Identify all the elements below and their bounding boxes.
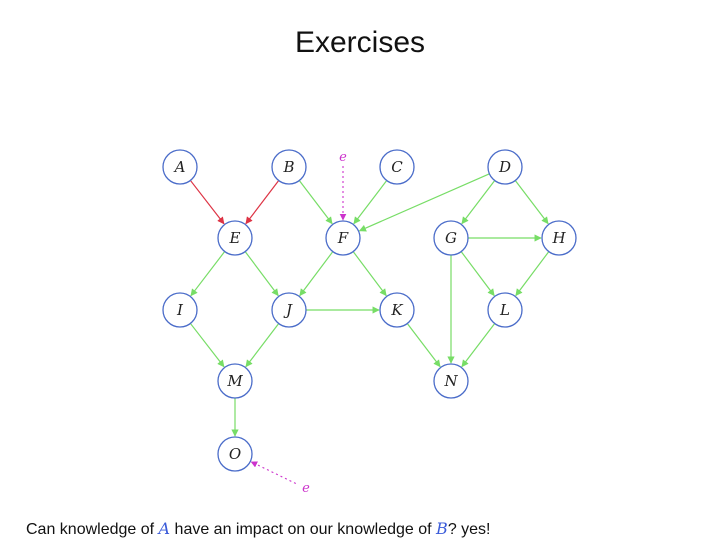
evidence-edge-o [250,461,297,485]
edge-f-k [352,251,387,297]
edge-h-l [515,251,550,297]
node-label-j: J [283,301,293,319]
node-o: O [217,436,253,472]
caption-var-b: B [436,519,448,538]
slide-title: Exercises [294,26,426,59]
node-label-k: K [390,301,403,319]
node-label-i: I [176,301,184,319]
node-label-b: B [282,158,294,176]
node-j: J [271,292,307,328]
node-label-m: M [226,372,243,390]
edge-a-e [189,180,225,225]
node-g: G [433,220,469,256]
node-circle-m [217,363,253,399]
node-f: F [325,220,361,256]
evidence-label-o: e [302,481,310,496]
edge-b-f [298,180,333,225]
node-label-a: A [173,158,186,176]
node-circle-g [433,220,469,256]
edge-f-j [299,251,334,297]
node-label-g: G [445,229,457,247]
edge-b-e [245,180,280,225]
node-label-l: L [499,301,510,319]
edge-d-h [514,180,549,225]
nodes-layer: A B C D E F G H I J K L M N O [162,149,577,472]
node-b: B [271,149,307,185]
node-circle-e [217,220,253,256]
node-circle-l [487,292,523,328]
node-e: E [217,220,253,256]
node-circle-j [271,292,307,328]
node-circle-o [217,436,253,472]
node-circle-i [162,292,198,328]
node-k: K [379,292,415,328]
node-m: M [217,363,253,399]
edge-d-g [461,180,496,225]
caption-var-a: A [158,519,171,538]
edge-i-m [189,323,225,368]
node-circle-c [379,149,415,185]
node-label-h: H [551,229,566,247]
node-label-c: C [391,158,403,176]
edges-layer [189,173,550,437]
node-d: D [487,149,523,185]
node-label-d: D [498,158,511,176]
edge-e-j [244,251,279,297]
node-n: N [433,363,469,399]
node-circle-b [271,149,307,185]
edge-c-f [353,180,388,225]
node-h: H [541,220,577,256]
evidence-label-f: e [339,150,347,165]
node-a: A [162,149,198,185]
edge-d-f [358,173,490,232]
edge-g-l [460,251,495,297]
edge-j-m [245,323,280,368]
node-circle-k [379,292,415,328]
node-label-n: N [443,372,458,390]
node-circle-d [487,149,523,185]
node-label-f: F [337,229,349,247]
edge-e-i [190,251,226,297]
node-label-o: O [229,445,241,463]
node-circle-n [433,363,469,399]
question-caption: Can knowledge of A have an impact on our… [26,519,491,539]
edge-l-n [461,323,496,368]
caption-middle: have an impact on our knowledge of [170,521,437,538]
node-circle-a [162,149,198,185]
evidence-layer: ee [250,150,347,496]
node-l: L [487,292,523,328]
caption-prefix: Can knowledge of [26,521,159,538]
node-i: I [162,292,198,328]
node-circle-h [541,220,577,256]
caption-suffix: ? yes! [447,521,491,538]
node-label-e: E [229,229,241,247]
node-circle-f [325,220,361,256]
node-c: C [379,149,415,185]
edge-k-n [406,323,441,368]
